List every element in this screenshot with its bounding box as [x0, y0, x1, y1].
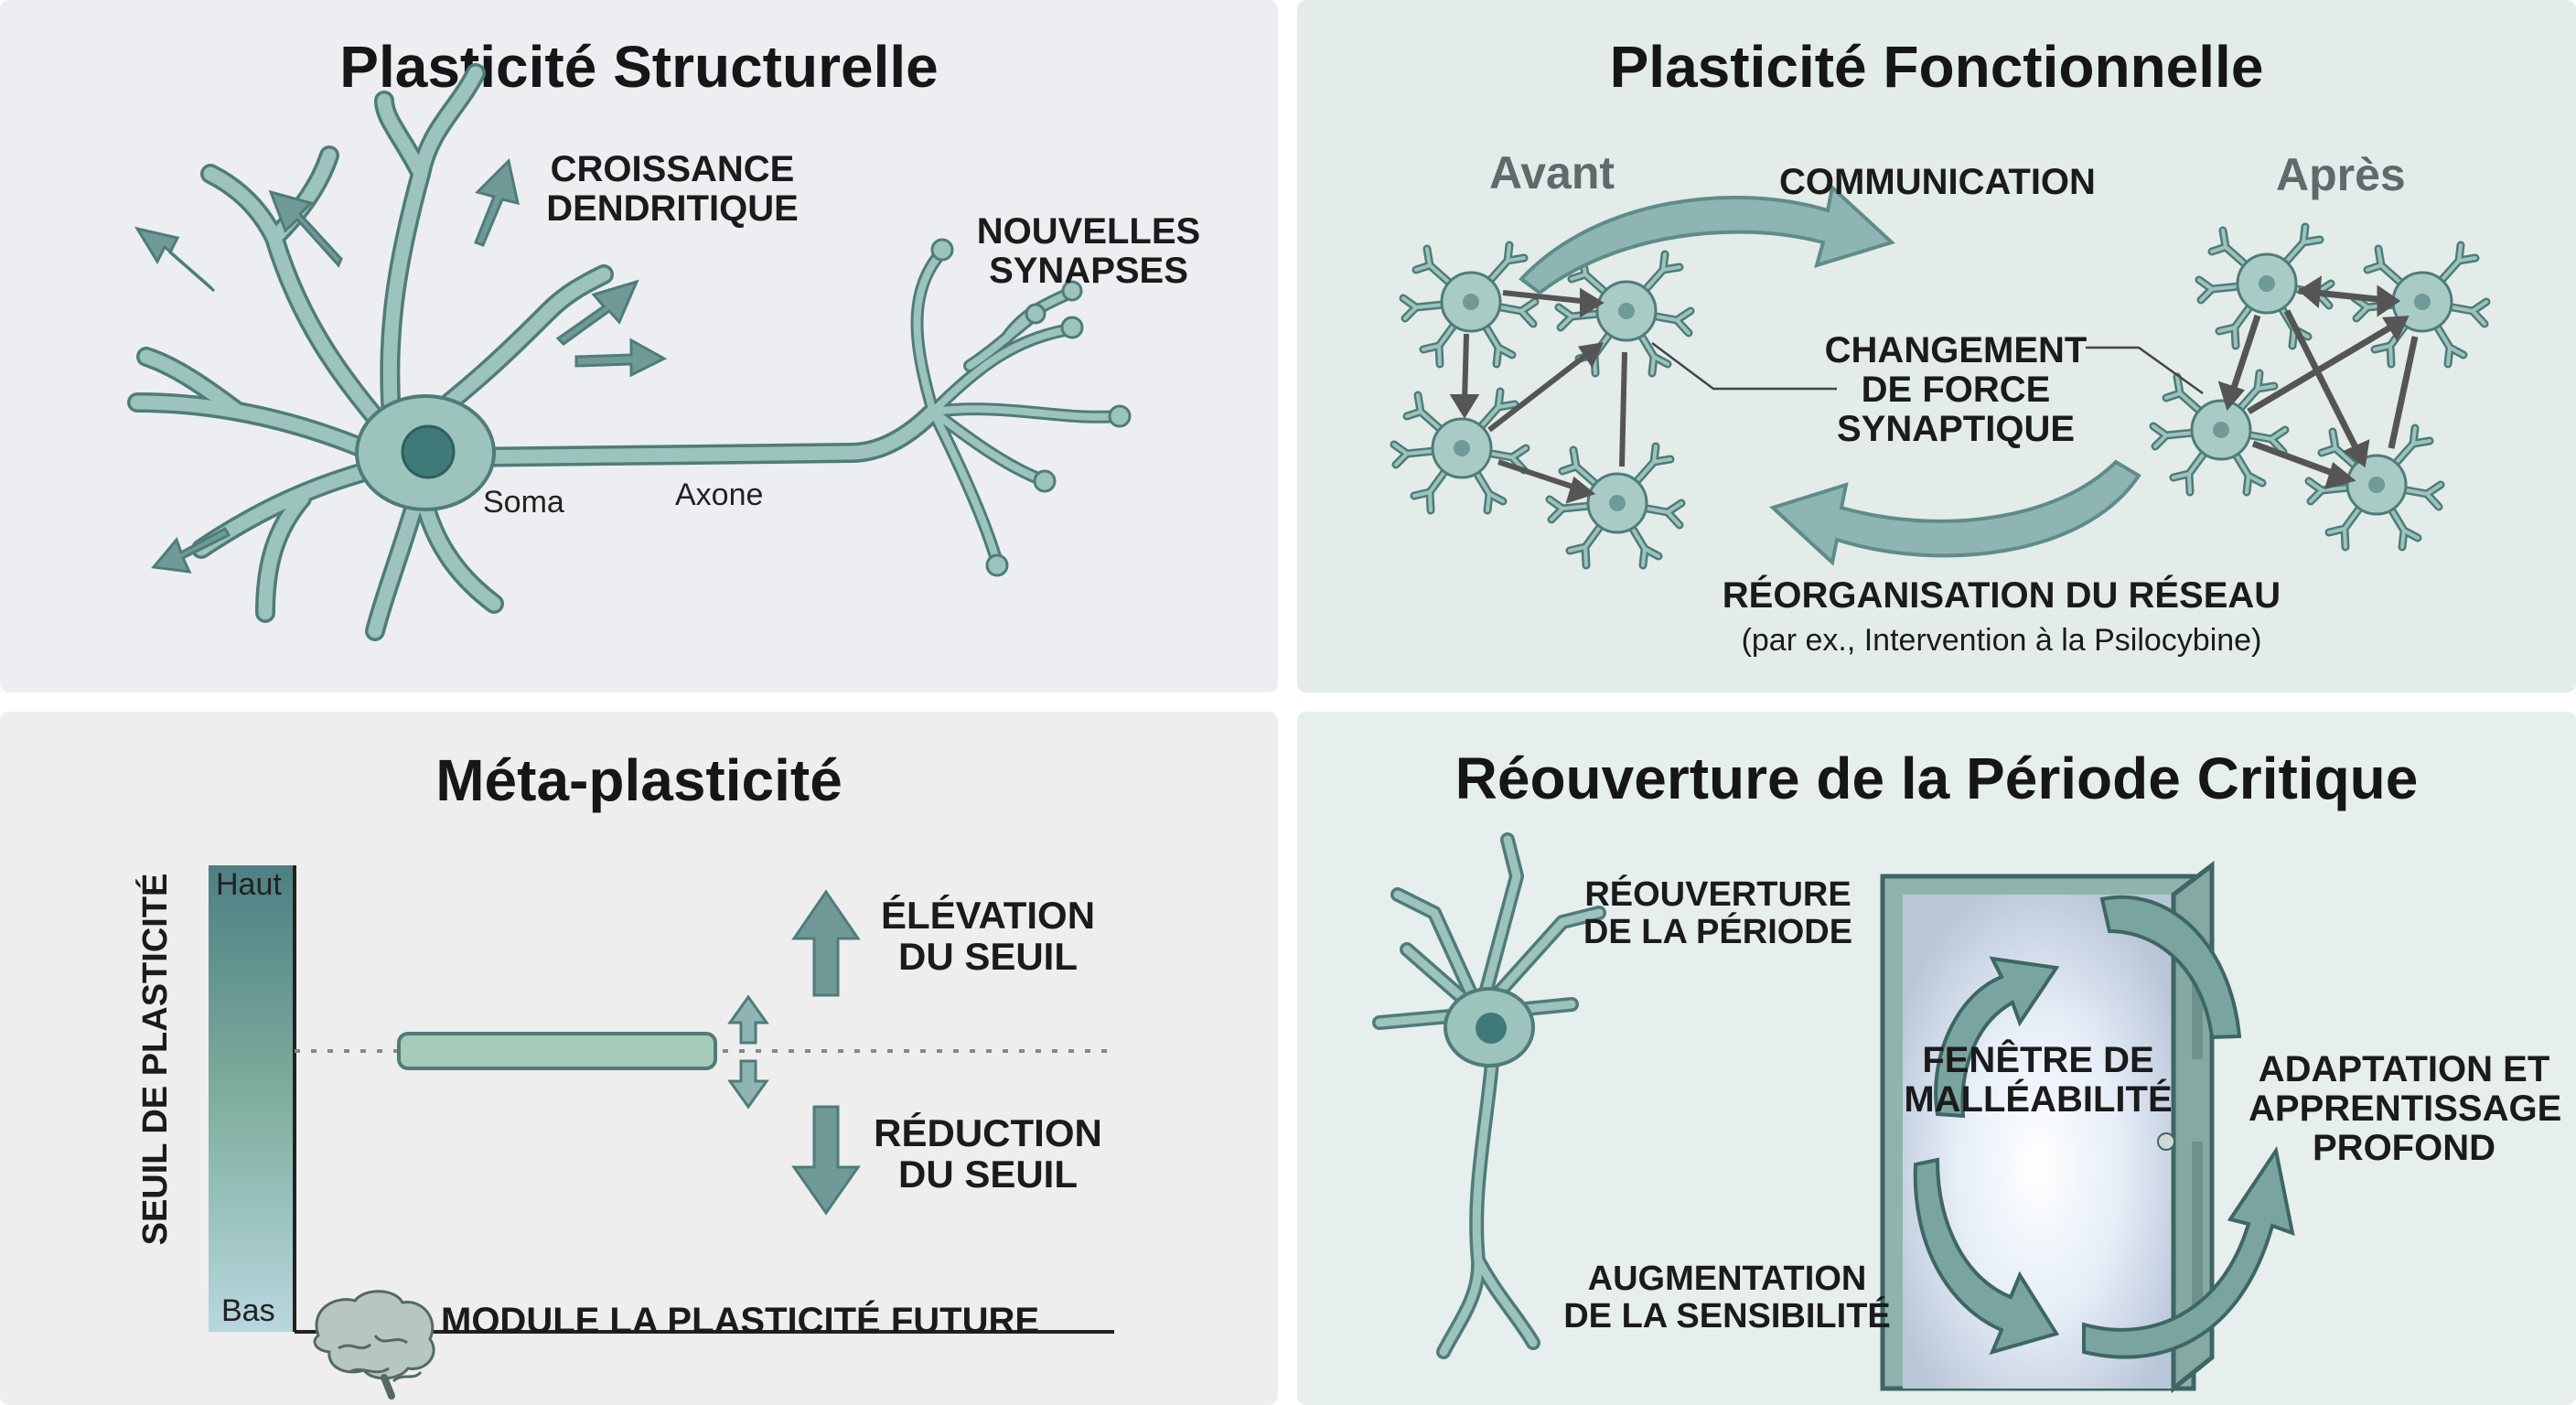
panel-functional-plasticity: Plasticité Fonctionnelle: [1297, 0, 2576, 692]
functional-title: Plasticité Fonctionnelle: [1609, 34, 2264, 100]
growth-arrows: [134, 157, 668, 574]
network-after: [2153, 227, 2486, 547]
door-knob: [2157, 1132, 2175, 1151]
network-illustration: [1297, 184, 2576, 692]
label-scale-low: Bas: [221, 1293, 275, 1328]
label-psilocybin-example: (par ex., Intervention à la Psilocybine): [1741, 623, 2262, 658]
label-soma: Soma: [483, 485, 564, 520]
communication-arrow: [1519, 184, 1895, 295]
label-new-synapses: NOUVELLES SYNAPSES: [976, 211, 1201, 292]
label-network-reorganisation: RÉORGANISATION DU RÉSEAU: [1722, 575, 2281, 616]
brain-icon: [313, 1290, 435, 1400]
reorganisation-arrow: [1769, 459, 2141, 566]
label-dendritic-growth: CROISSANCE DENDRITIQUE: [546, 149, 799, 230]
threshold-scale-bar: [209, 865, 295, 1332]
door-illustration: [1372, 832, 2295, 1394]
arrow-adapt-top: [2099, 895, 2242, 1040]
lower-threshold-arrow: [791, 1105, 861, 1216]
arrow-reopen: [1934, 956, 2060, 1119]
label-increased-sensitivity: AUGMENTATION DE LA SENSIBILITÉ: [1563, 1260, 1891, 1336]
threshold-illustration: [209, 865, 1114, 1400]
arrow-sensitivity: [1913, 1157, 2060, 1356]
label-axon: Axone: [675, 477, 764, 512]
label-synaptic-strength: CHANGEMENT DE FORCE SYNAPTIQUE: [1824, 330, 2088, 450]
threshold-double-arrow: [727, 994, 769, 1110]
meta-title: Méta-plasticité: [435, 747, 843, 813]
label-before: Avant: [1489, 147, 1615, 198]
panel-critical-period: Réouverture de la Période Critique: [1297, 712, 2576, 1405]
label-after: Après: [2276, 149, 2406, 200]
label-modulates-future-plasticity: MODULE LA PLASTICITÉ FUTURE: [441, 1301, 1040, 1341]
critical-title: Réouverture de la Période Critique: [1454, 745, 2419, 811]
threshold-level-bar: [397, 1032, 717, 1070]
structural-title: Plasticité Structurelle: [339, 34, 939, 100]
network-before: [1394, 245, 1690, 565]
label-lower-threshold: RÉDUCTION DU SEUIL: [874, 1111, 1102, 1196]
label-communication: COMMUNICATION: [1779, 162, 2096, 202]
label-adaptation-learning: ADAPTATION ET APPRENTISSAGE PROFOND: [2249, 1049, 2562, 1169]
arrow-adapt-bottom: [2082, 1145, 2295, 1359]
single-neuron: [1372, 832, 1606, 1359]
label-raise-threshold: ÉLÉVATION DU SEUIL: [880, 894, 1096, 979]
label-scale-high: Haut: [216, 867, 282, 902]
neuron-illustration: [127, 63, 1132, 641]
panel-structural-plasticity: Plasticité Structurelle: [0, 0, 1278, 692]
label-threshold-axis: SEUIL DE PLASTICITÉ: [136, 873, 175, 1246]
label-malleability-window: FENÊTRE DE MALLÉABILITÉ: [1904, 1040, 2173, 1121]
panel-meta-plasticity: Méta-plasticité: [0, 712, 1278, 1405]
soma-nucleus: [401, 424, 456, 479]
raise-threshold-arrow: [791, 889, 861, 997]
label-period-reopening: RÉOUVERTURE DE LA PÉRIODE: [1583, 875, 1853, 952]
